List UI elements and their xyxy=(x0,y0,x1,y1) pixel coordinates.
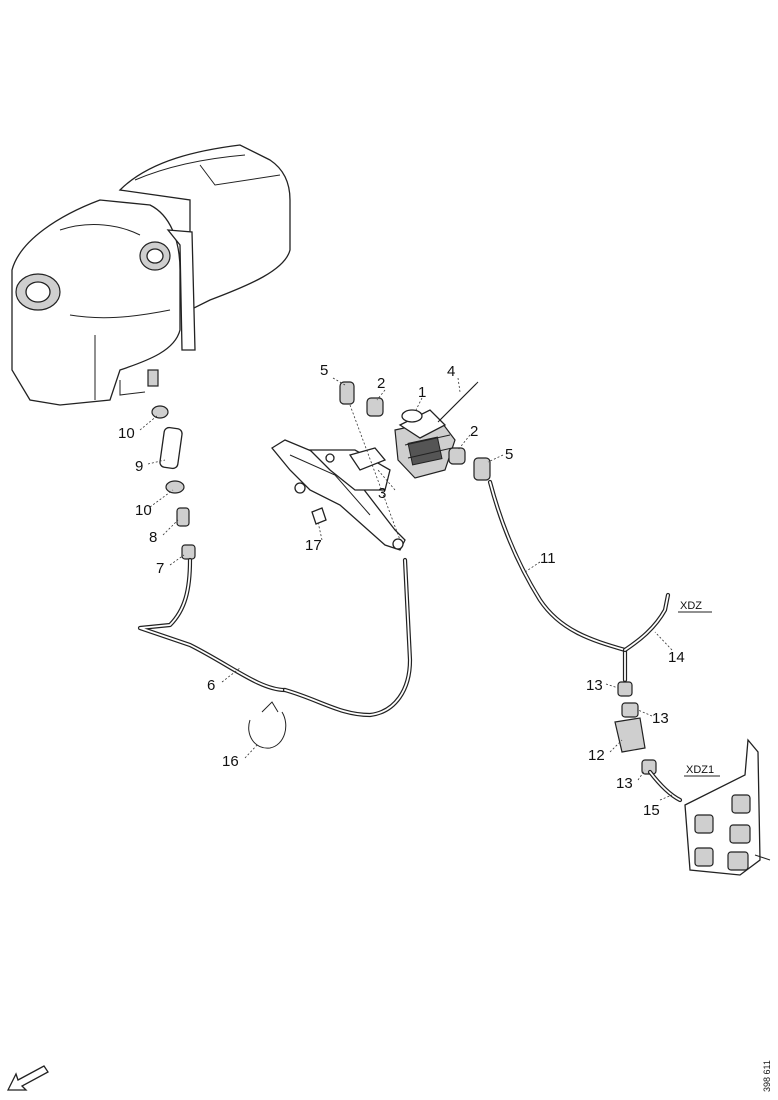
hose-9 xyxy=(159,426,183,470)
fitting-5-right xyxy=(473,457,491,481)
clamp-10-lower xyxy=(165,480,185,494)
callout-16: 16 xyxy=(222,753,239,770)
line-11 xyxy=(487,479,628,683)
callout-15: 15 xyxy=(643,802,660,819)
ref-xdz: XDZ xyxy=(680,600,702,612)
fitting-13-upper xyxy=(617,681,633,697)
valve-12 xyxy=(614,717,646,753)
ref-xdz1: XDZ1 xyxy=(686,764,714,776)
small-fittings xyxy=(339,381,491,481)
callout-1: 1 xyxy=(418,384,426,401)
fitting-8 xyxy=(176,507,190,527)
callout-12: 12 xyxy=(588,747,605,764)
seal-2-right xyxy=(448,447,466,465)
bolt-17 xyxy=(311,507,327,525)
callout-13-mid: 13 xyxy=(652,710,669,727)
callout-3: 3 xyxy=(378,485,386,502)
callout-2-right: 2 xyxy=(470,423,478,440)
clamp-10-upper xyxy=(151,405,169,419)
arrow-icon xyxy=(6,1065,49,1091)
line-14 xyxy=(622,592,671,653)
callout-14: 14 xyxy=(668,649,685,666)
fitting-5-left xyxy=(339,381,355,405)
callout-10-lower: 10 xyxy=(135,502,152,519)
figure-number: 398 611 xyxy=(762,1060,772,1092)
leader-lines xyxy=(139,377,673,801)
callout-13-upper: 13 xyxy=(586,677,603,694)
clip-16 xyxy=(248,701,287,749)
callout-6: 6 xyxy=(207,677,215,694)
reservoir-tank xyxy=(11,144,291,406)
seal-2-left xyxy=(366,397,384,417)
callout-11: 11 xyxy=(540,550,556,567)
callouts: 1 2 2 3 4 5 5 6 7 8 9 10 10 11 12 13 13 … xyxy=(118,362,685,819)
callout-7: 7 xyxy=(156,560,164,577)
left-fittings xyxy=(151,405,196,560)
reference-labels: XDZ XDZ1 xyxy=(678,600,720,777)
callout-9: 9 xyxy=(135,458,143,475)
valve-1 xyxy=(394,409,456,479)
callout-10-upper: 10 xyxy=(118,425,135,442)
hose-6 xyxy=(137,557,413,718)
callout-17: 17 xyxy=(305,537,322,554)
fitting-7 xyxy=(181,544,196,560)
callout-8: 8 xyxy=(149,529,157,546)
bracket-3 xyxy=(271,439,406,551)
valve-group-12-13 xyxy=(614,681,683,803)
callout-13-lower: 13 xyxy=(616,775,633,792)
bracket-panel xyxy=(684,738,771,876)
callout-4: 4 xyxy=(447,363,455,380)
callout-2-left: 2 xyxy=(377,375,385,392)
fitting-13-mid xyxy=(621,702,639,718)
callout-5-right: 5 xyxy=(505,446,513,463)
callout-5-left: 5 xyxy=(320,362,328,379)
